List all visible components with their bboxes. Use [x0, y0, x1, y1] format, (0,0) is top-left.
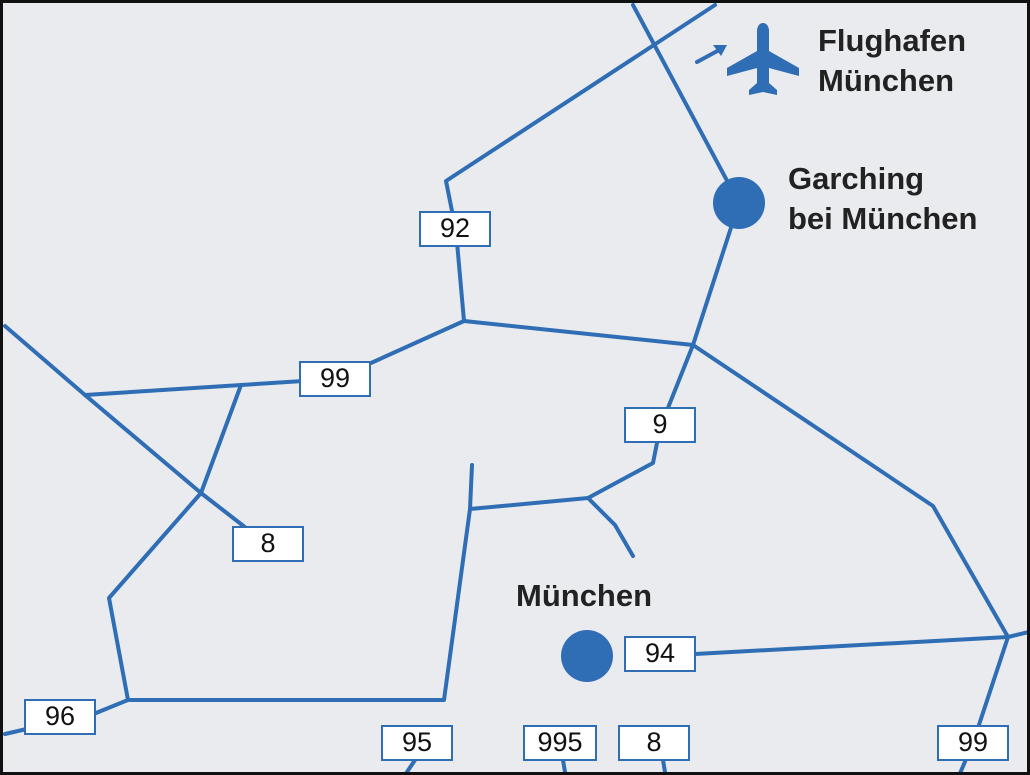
road-loop-west [107, 383, 243, 702]
road-shield-92: 92 [419, 211, 491, 247]
road-connector-east [462, 319, 695, 347]
airport-label: Flughafen München [818, 21, 966, 101]
airport-label-line2: München [818, 63, 955, 98]
road-94 [693, 630, 1027, 656]
road-shield-8: 8 [232, 526, 304, 562]
road-airport-garching [631, 3, 741, 205]
garching-label: Garching bei München [788, 159, 977, 239]
road-network [3, 3, 1027, 772]
road-spur-south [586, 496, 635, 558]
road-95 [404, 758, 417, 772]
road-shield-94: 94 [624, 636, 696, 672]
garching-label-line1: Garching [788, 161, 925, 196]
airport-label-line1: Flughafen [818, 23, 967, 58]
road-shield-8-south: 8 [618, 725, 690, 761]
road-8-west [3, 324, 270, 547]
road-99-west [83, 319, 466, 397]
road-995 [561, 758, 568, 772]
road-shield-99-southeast: 99 [937, 725, 1009, 761]
road-shield-99: 99 [299, 361, 371, 397]
road-96 [3, 463, 474, 736]
road-shield-9: 9 [624, 407, 696, 443]
road-8-south [661, 758, 668, 772]
garching-label-line2: bei München [788, 201, 978, 236]
muenchen-city-dot [561, 630, 613, 682]
road-9 [468, 201, 741, 511]
road-shield-995: 995 [523, 725, 597, 761]
muenchen-label: München [516, 576, 652, 616]
road-92-north [444, 3, 717, 323]
airplane-icon [695, 23, 799, 95]
garching-city-dot [713, 177, 765, 229]
road-shield-96: 96 [24, 699, 96, 735]
road-shield-95: 95 [381, 725, 453, 761]
road-99-east [691, 343, 1010, 639]
muenchen-label-text: München [516, 578, 653, 613]
